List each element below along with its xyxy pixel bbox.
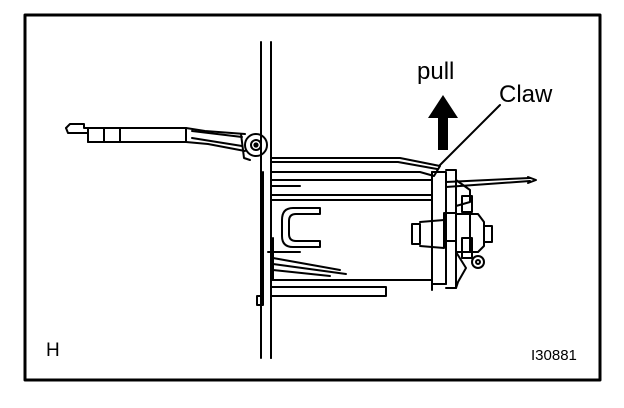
- figure-id-label: I30881: [531, 347, 577, 364]
- claw-leader-line: [439, 104, 501, 166]
- housing: [256, 171, 433, 359]
- pull-label: pull: [417, 58, 455, 85]
- u-cutout: [281, 207, 321, 248]
- diagram-frame: [23, 13, 602, 382]
- cover-plate: [270, 157, 441, 177]
- pull-arrow-icon: [428, 95, 458, 150]
- hinge-arm: [65, 123, 246, 152]
- claw-mechanism: [411, 169, 537, 289]
- view-letter-label: H: [46, 340, 60, 361]
- claw-label: Claw: [499, 81, 553, 108]
- hinge-pin: [240, 133, 268, 161]
